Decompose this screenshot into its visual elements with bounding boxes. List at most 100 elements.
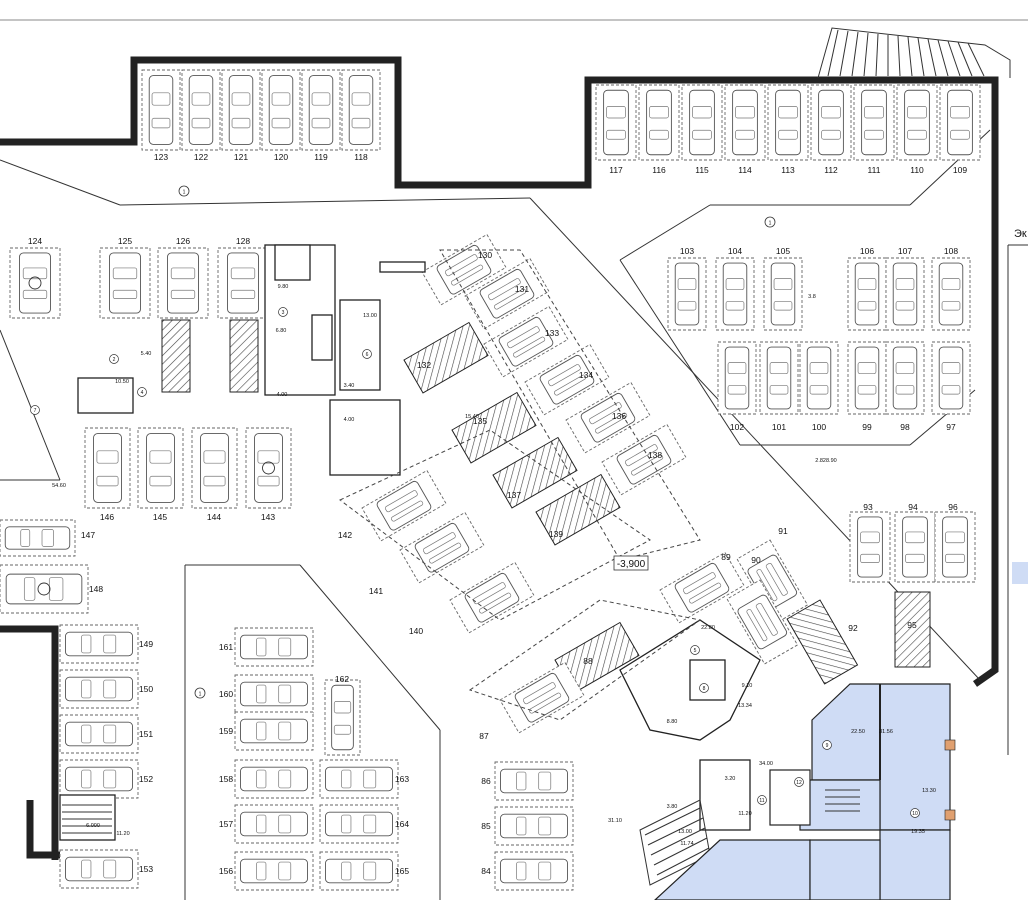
- parking-spot-141[interactable]: [399, 511, 485, 584]
- parking-spot-134[interactable]: [524, 343, 610, 416]
- parking-spot-104[interactable]: [715, 257, 755, 331]
- parking-spot-137[interactable]: [492, 436, 578, 509]
- parking-spot-128[interactable]: [217, 247, 269, 319]
- parking-spot-89[interactable]: [659, 551, 745, 624]
- parking-spot-145[interactable]: [137, 427, 184, 509]
- parking-spot-147[interactable]: [0, 519, 76, 557]
- parking-spot-161[interactable]: [234, 627, 314, 667]
- parking-spot-151[interactable]: [59, 714, 139, 754]
- parking-spot-87[interactable]: [499, 661, 585, 734]
- parking-spot-142[interactable]: [361, 469, 447, 542]
- parking-spot-124[interactable]: [9, 247, 61, 319]
- parking-spot-115[interactable]: [681, 84, 723, 161]
- parking-spot-165[interactable]: [319, 851, 399, 891]
- parking-spot-101[interactable]: [759, 341, 799, 415]
- room-area-label: 6.80: [276, 328, 287, 334]
- spot-number-124: 124: [28, 236, 42, 246]
- parking-spot-146[interactable]: [84, 427, 131, 509]
- parking-spot-162[interactable]: [324, 679, 361, 756]
- room-area-label: 3.80: [667, 804, 678, 810]
- room-area-label: 3.20: [725, 776, 736, 782]
- parking-spot-164[interactable]: [319, 804, 399, 844]
- parking-spot-103[interactable]: [667, 257, 707, 331]
- parking-spot-123[interactable]: [141, 69, 181, 151]
- parking-spot-149[interactable]: [59, 624, 139, 664]
- zone-marker-label: 10: [912, 811, 918, 817]
- spot-number-164: 164: [395, 819, 409, 829]
- spot-number-145: 145: [153, 512, 167, 522]
- spot-number-133: 133: [545, 328, 559, 338]
- spot-number-121: 121: [234, 152, 248, 162]
- parking-spot-94[interactable]: [894, 511, 936, 583]
- parking-spot-114[interactable]: [724, 84, 766, 161]
- parking-spot-111[interactable]: [853, 84, 895, 161]
- parking-spot-107[interactable]: [885, 257, 925, 331]
- parking-spot-120[interactable]: [261, 69, 301, 151]
- residential-units: [654, 683, 956, 900]
- parking-spot-108[interactable]: [931, 257, 971, 331]
- parking-spot-153[interactable]: [59, 849, 139, 889]
- parking-spot-118[interactable]: [341, 69, 381, 151]
- parking-spot-135[interactable]: [451, 391, 537, 464]
- passage-marker-circle: [764, 216, 776, 228]
- parking-spot-116[interactable]: [638, 84, 680, 161]
- parking-spot-96[interactable]: [934, 511, 976, 583]
- parking-spot-119[interactable]: [301, 69, 341, 151]
- parking-spot-152[interactable]: [59, 759, 139, 799]
- room-area-label: 22.50: [851, 729, 865, 735]
- passage-marker-circle: [194, 687, 206, 699]
- parking-spot-92[interactable]: [786, 599, 859, 685]
- parking-spot-112[interactable]: [810, 84, 852, 161]
- parking-spot-130[interactable]: [421, 233, 507, 306]
- parking-spot-156[interactable]: [234, 851, 314, 891]
- spot-number-111: 111: [868, 165, 881, 175]
- parking-spot-125[interactable]: [99, 247, 151, 319]
- parking-spot-139[interactable]: [535, 473, 621, 546]
- parking-spot-157[interactable]: [234, 804, 314, 844]
- spot-number-100: 100: [812, 422, 826, 432]
- parking-spot-105[interactable]: [763, 257, 803, 331]
- parking-spot-98[interactable]: [885, 341, 925, 415]
- parking-spot-100[interactable]: [799, 341, 839, 415]
- parking-spot-110[interactable]: [896, 84, 938, 161]
- parking-spot-95[interactable]: [894, 591, 931, 668]
- parking-spot-86[interactable]: [494, 761, 574, 801]
- parking-spot-85[interactable]: [494, 806, 574, 846]
- parking-spot-97[interactable]: [931, 341, 971, 415]
- parking-spot-99[interactable]: [847, 341, 887, 415]
- parking-spot-160[interactable]: [234, 674, 314, 714]
- parking-spot-148[interactable]: [0, 564, 89, 614]
- parking-spot-113[interactable]: [767, 84, 809, 161]
- parking-spot-121[interactable]: [221, 69, 261, 151]
- parking-spot-132[interactable]: [403, 321, 489, 394]
- parking-spot-159[interactable]: [234, 711, 314, 751]
- parking-spot-93[interactable]: [849, 511, 891, 583]
- parking-spot-150[interactable]: [59, 669, 139, 709]
- parking-spot-163[interactable]: [319, 759, 399, 799]
- parking-spot-126[interactable]: [157, 247, 209, 319]
- parking-spot-106[interactable]: [847, 257, 887, 331]
- parking-spot-122[interactable]: [181, 69, 221, 151]
- parking-spot-131[interactable]: [464, 257, 550, 330]
- parking-spot-140[interactable]: [449, 561, 535, 634]
- parking-spot-133[interactable]: [483, 305, 569, 378]
- spot-number-112: 112: [824, 165, 838, 175]
- parking-spot-90[interactable]: [726, 579, 799, 665]
- spot-number-165: 165: [395, 866, 409, 876]
- parking-spot-144[interactable]: [191, 427, 238, 509]
- outer-walls: [0, 27, 1011, 860]
- parking-spot-158[interactable]: [234, 759, 314, 799]
- parking-spot-143[interactable]: [245, 427, 292, 509]
- parking-spot-84[interactable]: [494, 851, 574, 891]
- spot-number-108: 108: [944, 246, 958, 256]
- spot-number-93: 93: [863, 502, 873, 512]
- spot-number-156: 156: [219, 866, 233, 876]
- parking-spot-109[interactable]: [939, 84, 981, 161]
- parking-spot-138[interactable]: [601, 423, 687, 496]
- accessible-icon: [37, 582, 51, 596]
- parking-spot-102[interactable]: [717, 341, 757, 415]
- parking-spot-117[interactable]: [595, 84, 637, 161]
- parking-spot-136[interactable]: [565, 381, 651, 454]
